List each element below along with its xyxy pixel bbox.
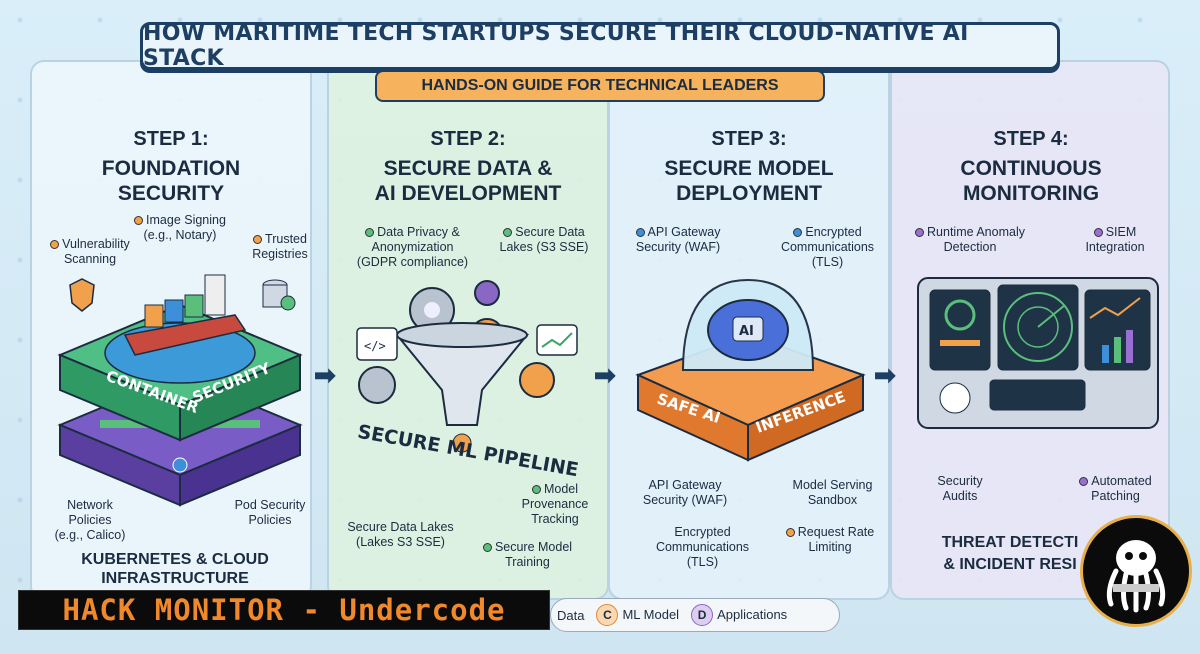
ai-chip-icon — [732, 316, 764, 342]
bullet-icon — [531, 485, 541, 495]
label-data-privacy: Data Privacy & Anonymization (GDPR compl… — [356, 225, 469, 269]
step2-name-line1: SECURE DATA & — [383, 157, 553, 180]
step3-number: STEP 3: — [711, 128, 787, 150]
step2-number: STEP 2: — [430, 128, 506, 150]
bullet-icon — [253, 235, 263, 245]
gear-icon — [409, 287, 455, 333]
octopus-logo-icon — [1080, 515, 1192, 627]
arrow-right-icon: ➡ — [874, 360, 896, 390]
step2-heading: STEP 2: SECURE DATA & AI DEVELOPMENT — [327, 128, 609, 205]
step3-illustration: AI SAFE AI INFERENCE — [635, 278, 866, 462]
step1-illustration: CONTAINER SECURITY — [57, 274, 303, 507]
dial-icon — [939, 382, 971, 414]
step4-number: STEP 4: — [993, 128, 1069, 150]
bullet-icon — [503, 228, 513, 238]
gear-icon — [519, 362, 555, 398]
step1-name-line1: FOUNDATION — [101, 157, 241, 180]
label-model-sandbox: Model Serving Sandbox — [792, 478, 873, 507]
step3-name-line1: SECURE MODEL — [664, 157, 834, 180]
legend-badge-d: D — [691, 604, 714, 626]
label-encrypted-bottom: Encrypted Communications (TLS) — [655, 525, 750, 569]
step3-name-line2: DEPLOYMENT — [676, 182, 822, 205]
step1-heading: STEP 1: FOUNDATION SECURITY — [30, 128, 312, 205]
label-secure-lakes-top: Secure Data Lakes (S3 SSE) — [499, 225, 589, 254]
ai-chip-text: AI — [739, 324, 754, 339]
gear-icon — [474, 280, 500, 306]
kubernetes-icon — [172, 457, 188, 473]
title-banner: HOW MARITIME TECH STARTUPS SECURE THEIR … — [140, 21, 1060, 71]
label-automated-patching: Automated Patching — [1068, 474, 1163, 504]
subtitle-banner: HANDS-ON GUIDE FOR TECHNICAL LEADERS — [375, 70, 825, 102]
step4-name-line2: MONITORING — [962, 182, 1100, 205]
bullet-icon — [365, 228, 375, 238]
page-title: HOW MARITIME TECH STARTUPS SECURE THEIR … — [143, 21, 969, 71]
arrow-right-icon: ➡ — [314, 360, 336, 390]
step4-footer-line2: & INCIDENT RESI — [943, 556, 1077, 573]
bullet-icon — [50, 240, 60, 250]
legend-data: Data — [557, 607, 585, 623]
step1-footer-line2: INFRASTRUCTURE — [101, 570, 249, 587]
cargo-ship-icon — [123, 314, 247, 356]
label-trusted-registries: Trusted Registries — [252, 232, 308, 261]
bullet-icon — [785, 528, 795, 538]
label-runtime-anomaly: Runtime Anomaly Detection — [905, 225, 1035, 255]
legend-badge-c: C — [596, 604, 619, 626]
gear-icon — [358, 366, 396, 404]
arrow-right-icon: ➡ — [594, 360, 616, 390]
label-siem: SIEM Integration — [1085, 225, 1145, 254]
svg-text:</>: </> — [364, 339, 386, 353]
step1-number: STEP 1: — [133, 128, 209, 150]
funnel-icon — [394, 334, 530, 426]
label-image-signing: Image Signing (e.g., Notary) — [120, 213, 240, 243]
step2-name-line2: AI DEVELOPMENT — [374, 182, 562, 205]
page-subtitle: HANDS-ON GUIDE FOR TECHNICAL LEADERS — [421, 77, 779, 94]
step4-heading: STEP 4: CONTINUOUS MONITORING — [890, 128, 1172, 205]
label-network-policies: Network Policies (e.g., Calico) — [54, 498, 126, 542]
chart-window-icon — [536, 324, 578, 356]
bullet-icon — [1093, 228, 1103, 238]
octopus-icon — [1106, 540, 1166, 613]
step1-footer: KUBERNETES & CLOUD INFRASTRUCTURE — [60, 550, 290, 588]
label-model-provenance: Model Provenance Tracking — [521, 482, 589, 526]
radar-screen-icon — [997, 284, 1079, 371]
bullet-icon — [635, 228, 645, 238]
label-gateway-top: API Gateway Security (WAF) — [635, 225, 721, 254]
step4-name-line1: CONTINUOUS — [960, 157, 1102, 180]
shield-icon — [69, 278, 95, 312]
label-security-audits: Security Audits — [937, 474, 983, 503]
label-vulnerability-scanning: Vulnerability Scanning — [35, 237, 145, 267]
coin-icon — [452, 433, 472, 453]
step1-name-line2: SECURITY — [117, 182, 225, 205]
bullet-icon — [1079, 477, 1089, 487]
watermark-text: HACK MONITOR - Undercode — [62, 593, 506, 627]
step4-footer: THREAT DETECTI & INCIDENT RESI — [910, 532, 1110, 576]
watermark-banner: HACK MONITOR - Undercode — [18, 590, 550, 630]
label-encrypted-top: Encrypted Communications (TLS) — [780, 225, 875, 269]
step4-illustration — [917, 277, 1159, 429]
label-secure-training: Secure Model Training — [470, 540, 585, 570]
step3-heading: STEP 3: SECURE MODEL DEPLOYMENT — [608, 128, 890, 205]
label-pod-security: Pod Security Policies — [234, 498, 306, 527]
step4-footer-line1: THREAT DETECTI — [941, 534, 1079, 551]
bullet-icon — [793, 228, 803, 238]
bars-screen-icon — [989, 379, 1086, 411]
label-secure-lakes-bottom: Secure Data Lakes (Lakes S3 SSE) — [347, 520, 454, 549]
step2-illustration: </> — [356, 280, 578, 453]
label-rate-limiting: Request Rate Limiting — [775, 525, 885, 555]
label-gateway-bottom: API Gateway Security (WAF) — [642, 478, 728, 507]
step1-footer-line1: KUBERNETES & CLOUD — [81, 551, 269, 568]
bullet-icon — [134, 216, 144, 226]
code-window-icon — [356, 327, 398, 361]
bullet-icon — [915, 228, 925, 238]
bullet-icon — [482, 543, 492, 553]
